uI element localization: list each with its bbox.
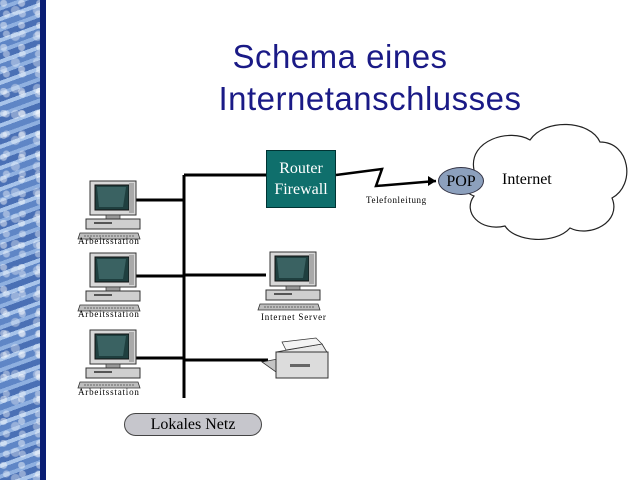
workstation-2-label: Arbeitsstation	[78, 309, 140, 319]
sidebar-edge-bar	[40, 0, 46, 480]
telephone-line-label: Telefonleitung	[366, 195, 427, 205]
lan-label: Lokales Netz	[124, 413, 262, 436]
router-label-line-2: Firewall	[274, 181, 328, 198]
internet-label: Internet	[502, 171, 552, 188]
title-line-2: Internetanschlusses	[218, 80, 522, 117]
server-computer-icon	[257, 251, 321, 311]
server-label: Internet Server	[261, 312, 327, 322]
water-texture-sidebar	[0, 0, 40, 480]
internet-cloud	[461, 123, 628, 240]
workstation-1-label: Arbeitsstation	[78, 236, 140, 246]
printer-icon	[261, 337, 329, 379]
router-label-line-1: Router	[279, 160, 323, 177]
workstation-3-label: Arbeitsstation	[78, 387, 140, 397]
slide-title: Schema eines Internetanschlusses	[150, 36, 590, 120]
workstation-2-icon	[77, 252, 141, 312]
title-line-1: Schema eines	[232, 38, 448, 75]
workstation-3-icon	[77, 329, 141, 389]
pop-node: POP	[438, 167, 484, 195]
router-firewall-box: Router Firewall	[266, 150, 336, 208]
workstation-1-icon	[77, 180, 141, 240]
telephone-line	[335, 167, 437, 188]
